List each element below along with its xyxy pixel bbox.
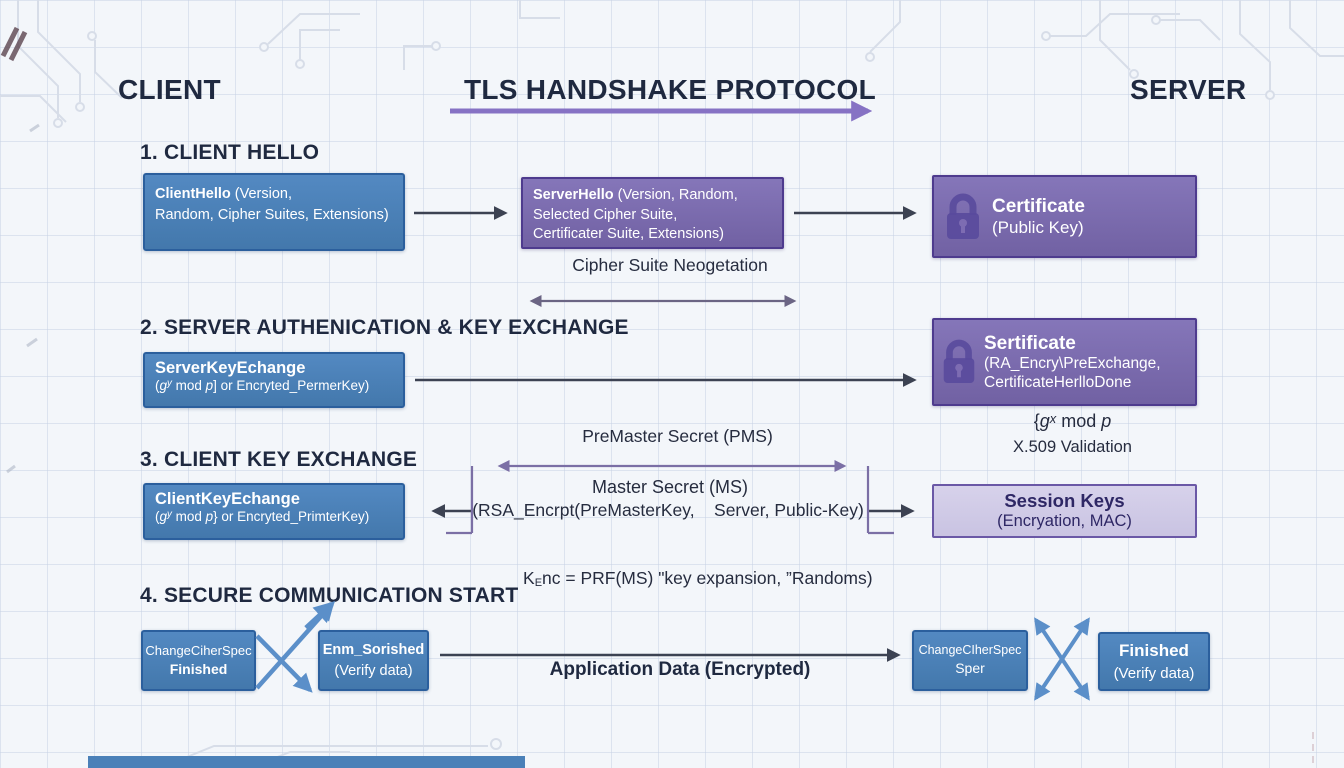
finished-server-line1: Finished bbox=[1119, 641, 1189, 661]
sertificate-line3: CertificateHerlloDone bbox=[984, 373, 1132, 391]
server-key-exchange-title: ServerKeyEchange bbox=[155, 359, 306, 377]
server-hello-line1: ServerHello (Version, Random, bbox=[533, 187, 738, 203]
finished-server-box: Finished (Verify data) bbox=[1098, 632, 1210, 691]
bottom-bar-decoration bbox=[88, 756, 525, 768]
finished-client-line1: Enm_Sorished bbox=[322, 642, 425, 659]
client-column-label: CLIENT bbox=[118, 74, 221, 105]
session-keys-box: Session Keys (Encryation, MAC) bbox=[932, 484, 1197, 538]
session-keys-title: Session Keys bbox=[1004, 490, 1125, 511]
lock-icon bbox=[934, 191, 992, 243]
server-column-label: SERVER bbox=[1130, 74, 1247, 105]
certificate-subtitle: (Public Key) bbox=[992, 217, 1084, 237]
certificate-box: Certificate (Public Key) bbox=[932, 175, 1197, 258]
ccs-server-line1: ChangeCIherSpec bbox=[918, 642, 1022, 657]
lock-icon bbox=[934, 337, 984, 387]
ccs-server-line2: Sper bbox=[955, 660, 985, 677]
section2-heading: 2. SERVER AUTHENICATION & KEY EXCHANGE bbox=[140, 316, 629, 339]
session-keys-subtitle: (Encryation, MAC) bbox=[997, 512, 1132, 531]
server-hello-line2: Selected Cipher Suite, bbox=[533, 206, 678, 223]
key-expansion-formula: KEnc = PRF(MS) "key expansion, ”Randoms) bbox=[523, 568, 873, 589]
section3-heading: 3. CLIENT KEY EXCHANGE bbox=[140, 448, 418, 471]
client-key-exchange-title: ClientKeyEchange bbox=[155, 490, 300, 508]
gx-mod-p-formula: {gx mod p bbox=[1033, 411, 1112, 431]
master-secret-detail: (RSA_Encrpt(PreMasterKey, Server, Public… bbox=[472, 500, 864, 520]
change-cipher-spec-client-box: ChangeCiherSpec Finished bbox=[141, 630, 256, 691]
finished-server-line2: (Verify data) bbox=[1113, 664, 1195, 682]
client-key-exchange-box: ClientKeyEchange (gy mod p} or Encryted_… bbox=[143, 483, 405, 540]
server-key-exchange-box: ServerKeyEchange (gy mod p] or Encryted_… bbox=[143, 352, 405, 408]
sertificate-line2: (RA_Encry\PreExchange, bbox=[984, 354, 1161, 372]
client-hello-line2: Random, Cipher Suites, Extensions) bbox=[155, 207, 389, 224]
section4-heading: 4. SECURE COMMUNICATION START bbox=[140, 584, 519, 607]
certificate-title: Certificate bbox=[992, 195, 1085, 217]
sertificate-box: Sertificate (RA_Encry\PreExchange, Certi… bbox=[932, 318, 1197, 406]
client-hello-line1: ClientHello (Version, bbox=[155, 186, 292, 202]
client-hello-box: ClientHello (Version, Random, Cipher Sui… bbox=[143, 173, 405, 251]
server-key-exchange-formula: (gy mod p] or Encryted_PermerKey) bbox=[155, 378, 370, 393]
diagram-title: TLS HANDSHAKE PROTOCOL bbox=[463, 74, 877, 105]
server-hello-box: ServerHello (Version, Random, Selected C… bbox=[521, 177, 784, 249]
master-secret-label: Master Secret (MS) bbox=[591, 477, 749, 497]
sertificate-text: Sertificate (RA_Encry\PreExchange, Certi… bbox=[984, 332, 1195, 393]
finished-client-box: Enm_Sorished (Verify data) bbox=[318, 630, 429, 691]
premaster-secret-label: PreMaster Secret (PMS) bbox=[582, 426, 773, 446]
client-key-exchange-formula: (gy mod p} or Encryted_PrimterKey) bbox=[155, 509, 370, 524]
ccs-client-line1: ChangeCiherSpec bbox=[145, 642, 252, 658]
change-cipher-spec-server-box: ChangeCIherSpec Sper bbox=[912, 630, 1028, 691]
sertificate-title: Sertificate bbox=[984, 332, 1076, 354]
x509-validation-label: X.509 Validation bbox=[1013, 438, 1132, 456]
finished-client-line2: (Verify data) bbox=[334, 662, 413, 679]
server-hello-line3: Certificater Suite, Extensions) bbox=[533, 226, 724, 243]
cipher-suite-negotiation-label: Cipher Suite Neogetation bbox=[572, 255, 768, 275]
ccs-client-line2: Finished bbox=[169, 660, 228, 677]
section1-heading: 1. CLIENT HELLO bbox=[140, 141, 320, 164]
certificate-text: Certificate (Public Key) bbox=[992, 195, 1195, 239]
application-data-label: Application Data (Encrypted) bbox=[549, 659, 811, 680]
